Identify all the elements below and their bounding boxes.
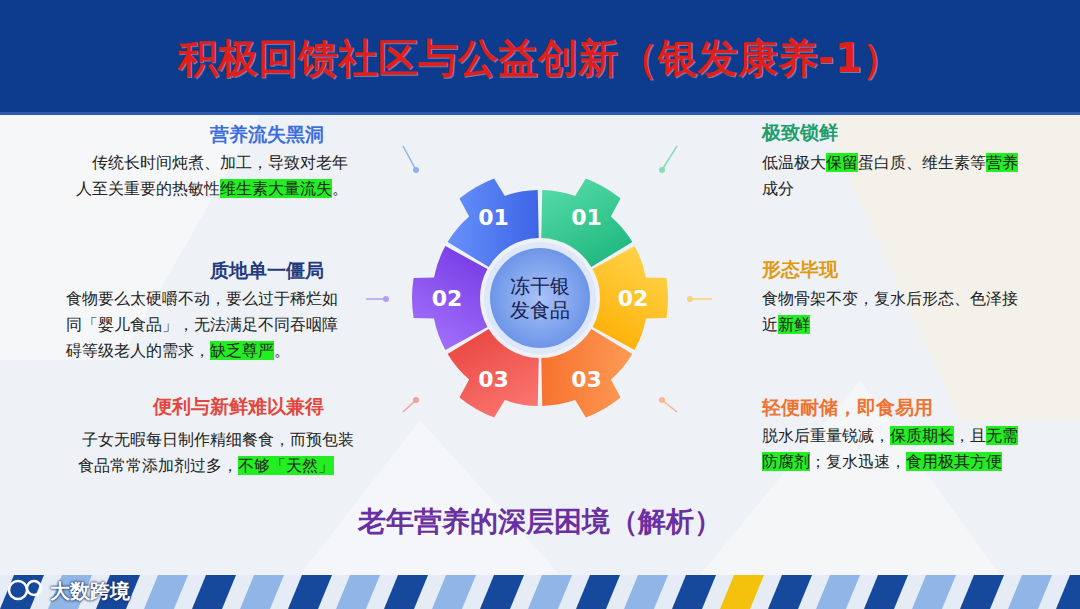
leader-dot — [413, 397, 419, 403]
text-run: 质地单一僵局 — [210, 259, 324, 281]
footer-stripe — [816, 575, 860, 609]
footer-stripe — [0, 575, 44, 609]
footer-stripe — [576, 575, 620, 609]
center-label: 冻干银发食品 — [508, 274, 572, 322]
section-heading: 便利与新鲜难以兼得 — [64, 394, 324, 418]
text-run: 成分 — [762, 179, 794, 198]
deco-shape — [820, 115, 1080, 420]
text-run: 极致锁鲜 — [762, 121, 838, 143]
highlight: 缺乏尊严 — [210, 341, 274, 360]
footer-stripe — [1056, 575, 1080, 609]
callout-number: 01 — [571, 205, 602, 230]
section-body: 低温极大保留蛋白质、维生素等营养成分 — [762, 150, 1024, 202]
footer-stripe — [192, 575, 236, 609]
text-run: ，且 — [954, 426, 986, 445]
text-run: 脱水后重量锐减， — [762, 426, 890, 445]
highlight: 营养 — [986, 153, 1018, 172]
leader-line — [690, 298, 712, 300]
text-run: 低温极大 — [762, 153, 826, 172]
watermark: 大数跨境 — [50, 578, 170, 604]
section-heading: 极致锁鲜 — [762, 120, 982, 144]
footer-stripe — [624, 575, 668, 609]
leader-dot — [659, 397, 665, 403]
slide-caption: 老年营养的深层困境（解析） — [0, 502, 1080, 542]
highlight: 不够「天然」 — [238, 456, 334, 475]
footer-stripe — [672, 575, 716, 609]
section-heading: 营养流失黑洞 — [104, 122, 324, 146]
footer-stripe — [336, 575, 380, 609]
leader-dot — [413, 167, 419, 173]
footer-stripe — [960, 575, 1004, 609]
highlight: 新鲜 — [778, 315, 810, 334]
text-run: 轻便耐储，即食易用 — [762, 396, 933, 418]
footer-stripe — [720, 575, 764, 609]
leader-line — [403, 146, 416, 170]
callout-number: 02 — [618, 286, 649, 311]
text-run: 食物要么太硬嚼不动，要么过于稀烂如同「婴儿食品」，无法满足不同吞咽障碍等级老人的… — [66, 289, 338, 360]
deco-shape — [700, 380, 1000, 575]
text-run: 营养流失黑洞 — [210, 123, 324, 145]
callout-number: 03 — [478, 366, 509, 391]
center-fill — [490, 248, 590, 348]
footer-stripe — [288, 575, 332, 609]
text-run: 形态毕现 — [762, 258, 838, 280]
footer-stripe — [528, 575, 572, 609]
leader-lines — [366, 146, 712, 412]
footer-stripe — [768, 575, 812, 609]
section-body: 食物骨架不变，复水后形态、色泽接近新鲜 — [762, 286, 1024, 338]
footer-stripes — [0, 575, 1080, 609]
leader-dot — [659, 167, 665, 173]
logo-ring — [27, 581, 41, 595]
footer-stripe — [432, 575, 476, 609]
logo-ring — [9, 581, 27, 599]
text-run: 蛋白质、维生素等 — [858, 153, 986, 172]
highlight: 保质期长 — [890, 426, 954, 445]
text-run: ；复水迅速， — [810, 452, 906, 471]
leader-dot — [687, 296, 693, 302]
segment-fill — [412, 246, 487, 350]
leader-dot — [383, 296, 389, 302]
footer-stripe — [144, 575, 188, 609]
section-heading: 形态毕现 — [762, 257, 982, 281]
footer-stripe — [864, 575, 908, 609]
highlight: 维生素大量流失 — [220, 179, 332, 198]
title-band — [0, 0, 1080, 115]
callout-number: 02 — [432, 286, 463, 311]
slide-title: 积极回馈社区与公益创新（银发康养-1） — [0, 30, 1080, 86]
section-body: 传统长时间炖煮、加工，导致对老年人至关重要的热敏性维生素大量流失。 — [76, 150, 350, 202]
footer-band — [0, 575, 1080, 609]
section-heading: 轻便耐储，即食易用 — [762, 395, 1022, 419]
footer-stripe — [240, 575, 284, 609]
footer-stripe — [1008, 575, 1052, 609]
text-run: 便利与新鲜难以兼得 — [153, 395, 324, 417]
section-body: 脱水后重量锐减，保质期长，且无需防腐剂；复水迅速，食用极其方便 — [762, 423, 1024, 475]
footer-stripe — [480, 575, 524, 609]
section-body: 子女无暇每日制作精细餐食，而预包装食品常常添加剂过多，不够「天然」 — [78, 427, 356, 479]
callout-number: 01 — [478, 205, 509, 230]
highlight: 食用极其方便 — [906, 452, 1002, 471]
text-run: 。 — [274, 341, 290, 360]
center-circle: 冻干银发食品 — [483, 241, 597, 355]
center-ring — [484, 242, 596, 354]
text-run: 。 — [332, 179, 348, 198]
footer-stripe — [384, 575, 428, 609]
title-band-edge — [0, 112, 1080, 115]
text-run: 大数跨境 — [50, 579, 130, 603]
segment-fill — [593, 246, 668, 350]
logo — [9, 581, 41, 599]
section-body: 食物要么太硬嚼不动，要么过于稀烂如同「婴儿食品」，无法满足不同吞咽障碍等级老人的… — [66, 286, 344, 364]
leader-line — [662, 146, 677, 170]
highlight: 保留 — [826, 153, 858, 172]
callout-number: 03 — [571, 366, 602, 391]
section-heading: 质地单一僵局 — [104, 258, 324, 282]
footer-stripe — [912, 575, 956, 609]
